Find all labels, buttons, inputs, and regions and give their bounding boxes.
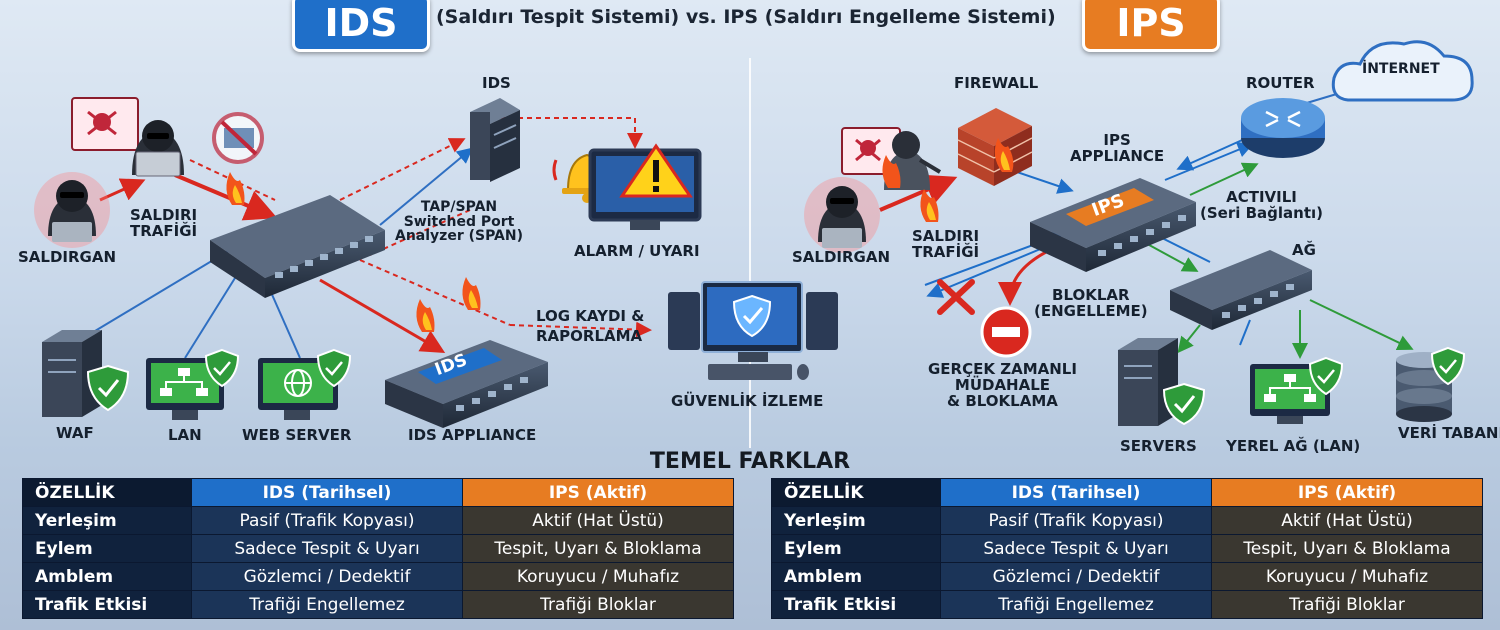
row-ips: Aktif (Hat Üstü) [462, 506, 734, 535]
table-row: Amblem Gözlemci / Dedektif Koruyucu / Mu… [771, 562, 1483, 591]
monitoring-workstation-icon [668, 281, 838, 380]
header-ids: IDS (Tarihsel) [191, 478, 463, 507]
table-row: Eylem Sadece Tespit & Uyarı Tespit, Uyar… [22, 534, 734, 563]
table-heading: TEMEL FARKLAR [649, 449, 851, 474]
realtime-label: GERÇEK ZAMANLI MÜDAHALE & BLOKLAMA [928, 360, 1077, 410]
row-ids: Gözlemci / Dedektif [940, 562, 1212, 591]
firewall-icon [957, 108, 1033, 186]
row-ips: Trafiği Bloklar [1211, 590, 1483, 619]
comparison-table-right: ÖZELLİK IDS (Tarihsel) IPS (Aktif) Yerle… [771, 478, 1483, 619]
monitoring-label: GÜVENLİK İZLEME [671, 392, 824, 410]
waf-label: WAF [56, 424, 94, 442]
row-feature: Eylem [771, 534, 941, 563]
row-feature: Yerleşim [22, 506, 192, 535]
row-feature: Amblem [22, 562, 192, 591]
header-feature: ÖZELLİK [771, 478, 941, 507]
tap-span-label: TAP/SPAN Switched Port Analyzer (SPAN) [395, 199, 524, 245]
ips-hacker-laptop-icon [841, 127, 942, 190]
row-ips: Tespit, Uyarı & Bloklama [462, 534, 734, 563]
web-server-monitor-icon [258, 348, 352, 420]
ips-attacker-label: SALDIRGAN [792, 248, 891, 266]
activ-label: ACTIVILI (Seri Bağlantı) [1200, 188, 1323, 222]
ids-server-icon [470, 98, 520, 182]
local-lan-label: YEREL AĞ (LAN) [1226, 437, 1361, 455]
row-ids: Pasif (Trafik Kopyası) [191, 506, 463, 535]
ips-attack-traffic-label: SALDIRI TRAFİĞİ [912, 227, 980, 261]
table-row: Trafik Etkisi Trafiği Engellemez Trafiği… [771, 590, 1483, 619]
row-ids: Trafiği Engellemez [940, 590, 1212, 619]
network-diagram [34, 40, 1474, 428]
table-header-row: ÖZELLİK IDS (Tarihsel) IPS (Aktif) [771, 478, 1483, 507]
internet-cloud-icon [1331, 40, 1474, 102]
servers-icon [1118, 338, 1206, 426]
row-ips: Tespit, Uyarı & Bloklama [1211, 534, 1483, 563]
row-ids: Pasif (Trafik Kopyası) [940, 506, 1212, 535]
table-row: Trafik Etkisi Trafiği Engellemez Trafiği… [22, 590, 734, 619]
row-ips: Koruyucu / Muhafız [462, 562, 734, 591]
internet-label: İNTERNET [1362, 61, 1440, 77]
shield-check-icon [86, 364, 130, 412]
ids-switch-icon [210, 195, 385, 298]
hacker-laptop-icon [71, 97, 184, 177]
ips-attacker-icon [804, 177, 939, 253]
stop-sign-icon [980, 306, 1032, 358]
row-feature: Amblem [771, 562, 941, 591]
row-feature: Eylem [22, 534, 192, 563]
attacker-icon [34, 172, 110, 248]
row-feature: Trafik Etkisi [771, 590, 941, 619]
row-ids: Sadece Tespit & Uyarı [191, 534, 463, 563]
lan-label: LAN [168, 426, 202, 444]
router-label: ROUTER [1246, 74, 1315, 92]
local-lan-monitor-icon [1250, 356, 1344, 424]
ids-appliance-label: IDS APPLIANCE [408, 426, 537, 444]
comparison-table-left: ÖZELLİK IDS (Tarihsel) IPS (Aktif) Yerle… [22, 478, 734, 619]
table-row: Amblem Gözlemci / Dedektif Koruyucu / Mu… [22, 562, 734, 591]
ids-badge: IDS [292, 0, 430, 52]
ids-server-label: IDS [482, 74, 511, 92]
row-ips: Koruyucu / Muhafız [1211, 562, 1483, 591]
table-row: Eylem Sadece Tespit & Uyarı Tespit, Uyar… [771, 534, 1483, 563]
database-label: VERİ TABANI [1398, 424, 1500, 442]
ips-appliance-label: IPS APPLIANCE [1070, 131, 1165, 165]
table-header-row: ÖZELLİK IDS (Tarihsel) IPS (Aktif) [22, 478, 734, 507]
row-ips: Aktif (Hat Üstü) [1211, 506, 1483, 535]
database-icon [1396, 346, 1466, 422]
ids-appliance-icon [385, 340, 548, 428]
page-title: (Saldırı Tespit Sistemi) vs. IPS (Saldır… [436, 6, 1056, 28]
lan-monitor-icon [146, 348, 240, 420]
log-label: LOG KAYDI & RAPORLAMA [536, 307, 645, 346]
alarm-label: ALARM / UYARI [574, 242, 700, 260]
header-ips: IPS (Aktif) [462, 478, 734, 507]
blocked-x-icon [937, 279, 975, 315]
servers-label: SERVERS [1120, 437, 1197, 455]
fire-icon [226, 172, 481, 332]
ids-attacker-label: SALDIRGAN [18, 248, 117, 266]
ag-label: AĞ [1292, 241, 1316, 259]
row-ips: Trafiği Bloklar [462, 590, 734, 619]
row-feature: Trafik Etkisi [22, 590, 192, 619]
firewall-label: FIREWALL [954, 74, 1039, 92]
table-row: Yerleşim Pasif (Trafik Kopyası) Aktif (H… [22, 506, 734, 535]
ids-attack-traffic-label: SALDIRI TRAFİĞİ [130, 206, 198, 240]
warning-monitor-icon [588, 143, 702, 230]
row-ids: Trafiği Engellemez [191, 590, 463, 619]
ips-badge: IPS [1082, 0, 1220, 52]
row-ids: Sadece Tespit & Uyarı [940, 534, 1212, 563]
lan-switch-icon [1170, 250, 1312, 330]
table-row: Yerleşim Pasif (Trafik Kopyası) Aktif (H… [771, 506, 1483, 535]
web-server-label: WEB SERVER [242, 426, 352, 444]
header-ips: IPS (Aktif) [1211, 478, 1483, 507]
router-icon [1241, 98, 1325, 158]
block-label: BLOKLAR (ENGELLEME) [1034, 286, 1148, 320]
blocked-mail-icon [212, 112, 264, 164]
center-divider [749, 58, 751, 448]
ips-appliance-icon [1030, 178, 1196, 272]
row-feature: Yerleşim [771, 506, 941, 535]
row-ids: Gözlemci / Dedektif [191, 562, 463, 591]
header-feature: ÖZELLİK [22, 478, 192, 507]
header-ids: IDS (Tarihsel) [940, 478, 1212, 507]
